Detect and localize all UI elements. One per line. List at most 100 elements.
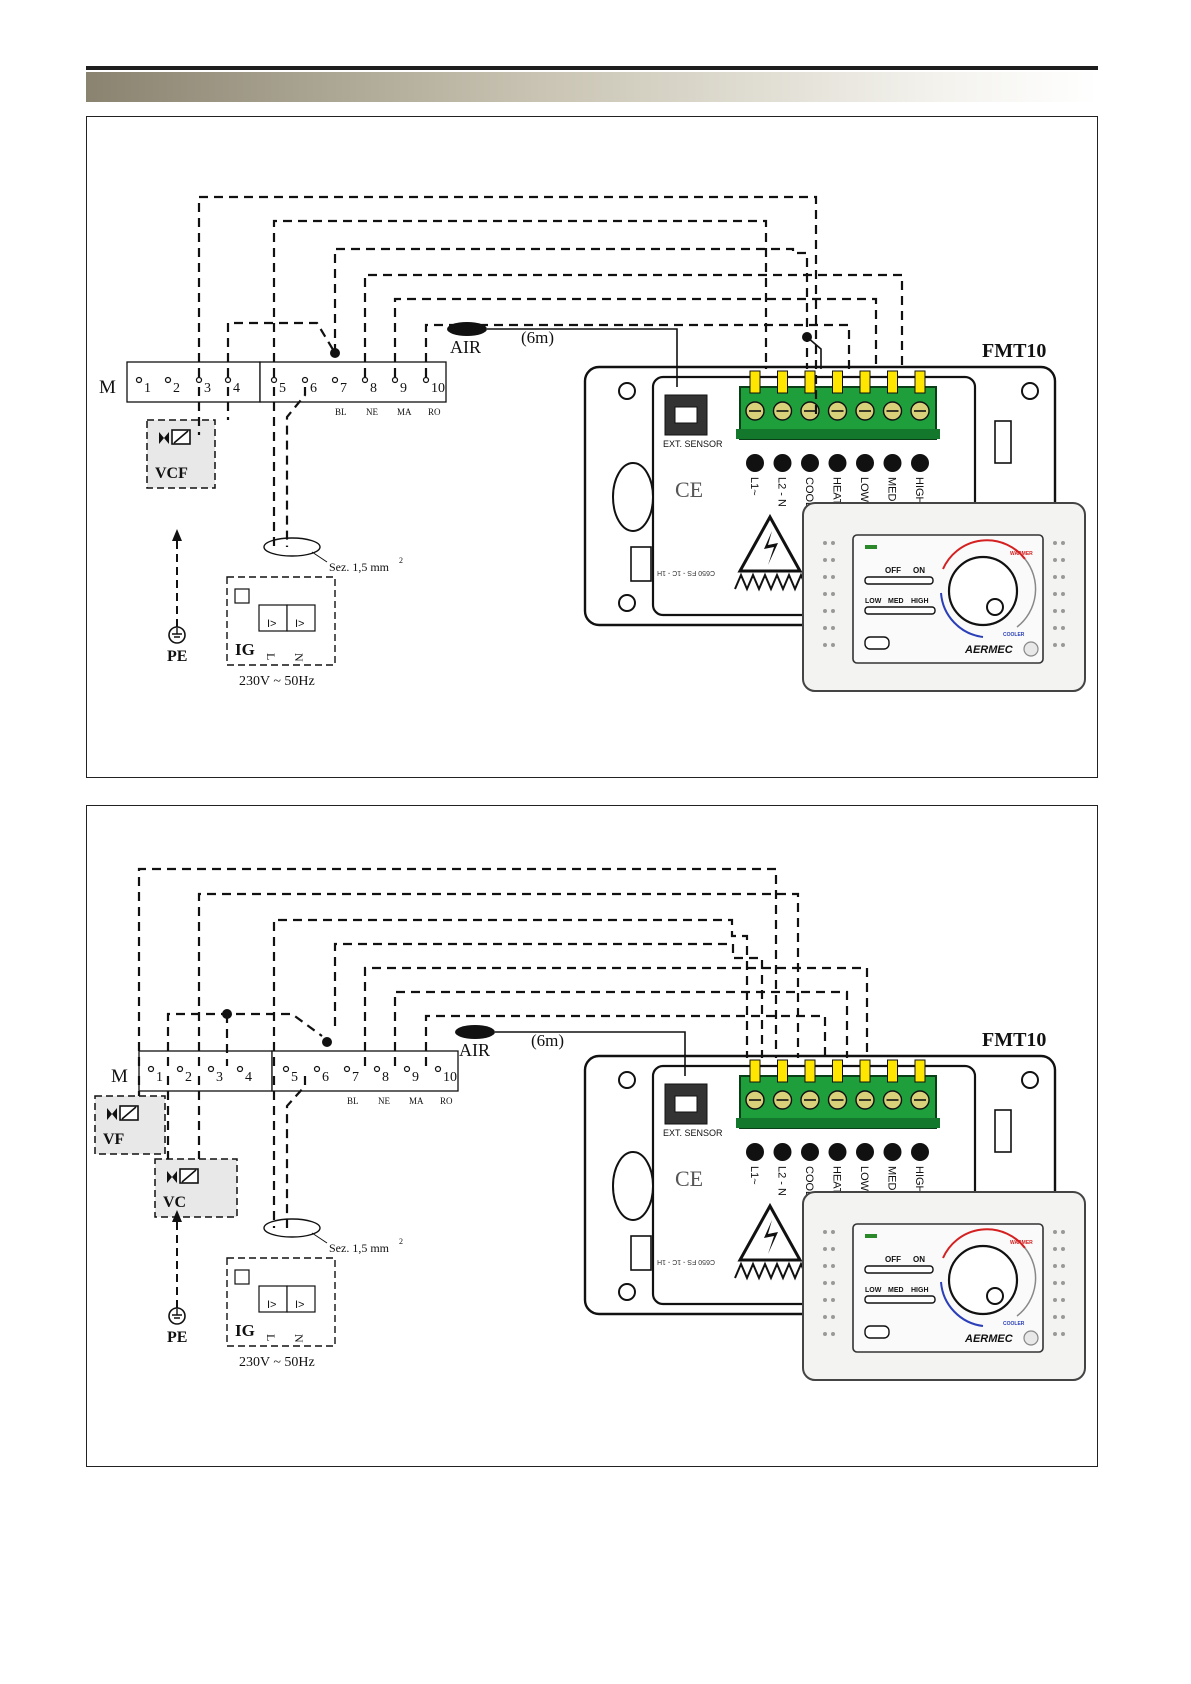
supply-label: 230V ~ 50Hz	[239, 1355, 315, 1370]
sensor-length-label: (6m)	[521, 328, 554, 347]
ce-mark: CE	[675, 1166, 703, 1191]
ext-sensor-socket	[674, 1095, 698, 1113]
temperature-knob	[947, 1244, 1019, 1316]
terminal-strip-box-b	[259, 361, 447, 403]
cool-arc	[940, 592, 984, 638]
wire-5-l1	[272, 918, 749, 1066]
vent-hole	[1053, 1298, 1057, 1302]
model-label: FMT10	[982, 1029, 1046, 1051]
ig-breaker-n	[286, 1285, 316, 1313]
sensor-cable	[487, 328, 678, 387]
temperature-knob	[947, 555, 1019, 627]
model-label: FMT10	[982, 340, 1046, 362]
wire-3-cool	[197, 892, 800, 1066]
slot-icon	[612, 462, 654, 532]
line-l-label: L	[264, 1334, 278, 1341]
valve-vc-box	[154, 1158, 238, 1218]
terminal-label-3: 3	[204, 381, 211, 396]
vent-hole	[1053, 592, 1057, 596]
ground-icon	[168, 1307, 186, 1325]
wire-ferrule	[804, 370, 816, 394]
vent-hole	[1053, 1247, 1057, 1251]
warning-icon	[737, 513, 803, 573]
vent-hole	[1061, 575, 1065, 579]
terminal-block-label: HEAT	[831, 477, 843, 506]
lightning-icon	[764, 1220, 778, 1254]
side-clip-icon	[630, 1235, 652, 1271]
terminal-dot	[911, 454, 929, 472]
cool-arc	[940, 1281, 984, 1327]
terminal-screw-5	[282, 1065, 290, 1073]
motor-label: M	[99, 377, 116, 398]
terminal-dot	[828, 454, 847, 472]
cert-text: C650 FS - 1C - 1H	[657, 569, 715, 576]
section-leader	[311, 551, 328, 563]
terminal-screw-7	[343, 1065, 351, 1073]
mount-hole-icon	[618, 1071, 636, 1089]
line-l-label: L	[264, 653, 278, 660]
wire-6-power	[285, 1076, 307, 1228]
valve-vcf-valve-icon	[159, 432, 169, 444]
terminal-label-4: 4	[245, 1070, 252, 1085]
terminal-block-label: COOL	[803, 477, 815, 508]
wire-6-power	[285, 387, 307, 547]
mount-hole-icon	[618, 382, 636, 400]
switch-on-label: ON	[913, 566, 925, 575]
terminal-dot	[828, 1143, 847, 1161]
status-led	[865, 1234, 877, 1238]
terminal-dot	[883, 454, 902, 472]
vent-hole	[1053, 541, 1057, 545]
terminal-block-label: L2 - N	[776, 1166, 788, 1196]
terminal-label-2: 2	[173, 381, 180, 396]
ext-sensor-label: EXT. SENSOR	[663, 439, 723, 449]
terminal-block-label: LOW	[858, 1166, 870, 1192]
ext-sensor-socket	[674, 406, 698, 424]
sensor-length-label: (6m)	[531, 1031, 564, 1050]
ig-label: IG	[235, 1321, 255, 1340]
terminal-block-label: HEAT	[831, 1166, 843, 1195]
ig-breaker-n-symbol: I>	[295, 618, 304, 630]
vent-hole	[1061, 643, 1065, 647]
valve-vc-label: VC	[163, 1194, 186, 1211]
warmer-label: WARMER	[1010, 551, 1033, 557]
knob-indicator	[986, 1287, 1004, 1305]
vent-hole	[1053, 1230, 1057, 1234]
vent-hole	[1061, 1264, 1065, 1268]
speed-switch	[864, 1295, 936, 1304]
thermostat-terminal-base	[736, 429, 940, 439]
terminal-label-3: 3	[216, 1070, 223, 1085]
wire-3-high	[197, 195, 818, 417]
sensor-cable	[495, 1031, 686, 1076]
side-clip-icon	[994, 1109, 1012, 1153]
reset-button	[1023, 641, 1039, 657]
terminal-label-4: 4	[233, 381, 240, 396]
ext-sensor-connector	[664, 394, 708, 436]
wire-color-bl: BL	[335, 407, 347, 417]
air-sensor-label: AIR	[450, 337, 481, 357]
mount-hole-icon	[618, 594, 636, 612]
terminal-dot	[883, 1143, 902, 1161]
vent-hole	[823, 1230, 827, 1234]
slot-icon	[612, 1151, 654, 1221]
ground-icon	[168, 626, 186, 644]
reset-button	[1023, 1330, 1039, 1346]
vent-hole	[831, 1332, 835, 1336]
vent-hole	[1053, 1264, 1057, 1268]
terminal-label-6: 6	[310, 381, 317, 396]
switch-off-label: OFF	[885, 1255, 901, 1264]
terminal-block-label: HIGH	[913, 477, 925, 505]
vent-hole	[823, 1332, 827, 1336]
warmer-label: WARMER	[1010, 1240, 1033, 1246]
vent-hole	[831, 575, 835, 579]
terminal-label-5: 5	[279, 381, 286, 396]
thermostat-terminal-base	[736, 1118, 940, 1128]
wire-color-ma: MA	[397, 407, 412, 417]
mount-hole-icon	[618, 1283, 636, 1301]
terminal-screw-3	[207, 1065, 215, 1073]
eco-button	[864, 636, 890, 650]
terminal-screw-1	[147, 1065, 155, 1073]
power-switch	[864, 576, 934, 585]
terminal-dot	[801, 454, 819, 472]
wire-ferrule	[887, 370, 898, 394]
